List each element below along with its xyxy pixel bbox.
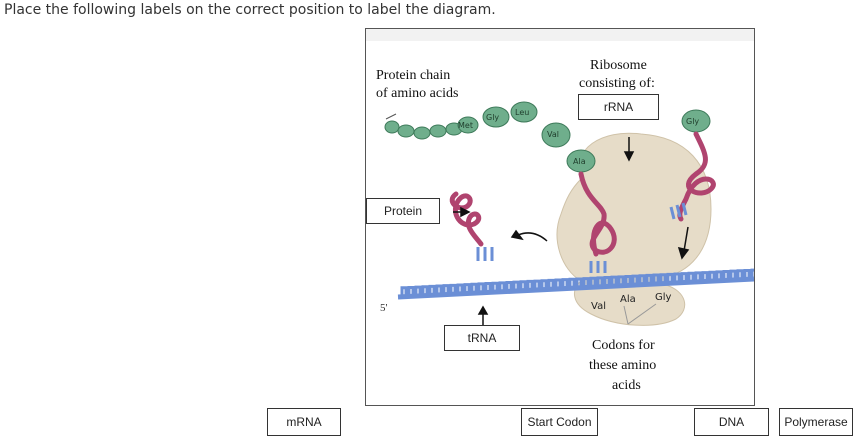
protein-chain [384,101,711,173]
aa-met: Met [458,121,473,130]
instruction-text: Place the following labels on the correc… [4,2,496,18]
mrna-strand [397,268,754,300]
bank-label-start-codon[interactable]: Start Codon [521,408,598,436]
aa-val: Val [547,130,559,139]
bank-label-dna[interactable]: DNA [694,408,769,436]
codons-text-2: these amino [589,358,656,373]
aa-leu: Leu [515,108,529,117]
placed-label-protein[interactable]: Protein [366,198,440,224]
trna-anticodons [476,202,688,273]
placed-label-trna[interactable]: tRNA [444,325,520,351]
codon-gly: Gly [655,292,672,303]
aa-gly: Gly [486,113,499,122]
codon-val: Val [591,301,606,312]
ribosome-text-1: Ribosome [590,58,647,73]
ribosome-text-2: consisting of: [579,76,655,91]
bank-label-polymerase[interactable]: Polymerase [779,408,853,436]
aa-gly-incoming: Gly [686,117,699,126]
arrows [453,137,690,325]
protein-chain-text-2: of amino acids [376,86,458,101]
codon-ala: Ala [620,294,636,305]
translation-diagram: 5' Val Ala Gly Met Gly Leu Val Ala Gly [366,29,754,393]
codons-text-3: acids [612,378,641,393]
protein-chain-text-1: Protein chain [376,68,450,83]
placed-label-rrna[interactable]: rRNA [578,94,659,120]
codons-text-1: Codons for [592,338,655,353]
aa-ala: Ala [573,157,586,166]
five-prime-label: 5' [380,302,388,314]
bank-label-mrna[interactable]: mRNA [267,408,341,436]
